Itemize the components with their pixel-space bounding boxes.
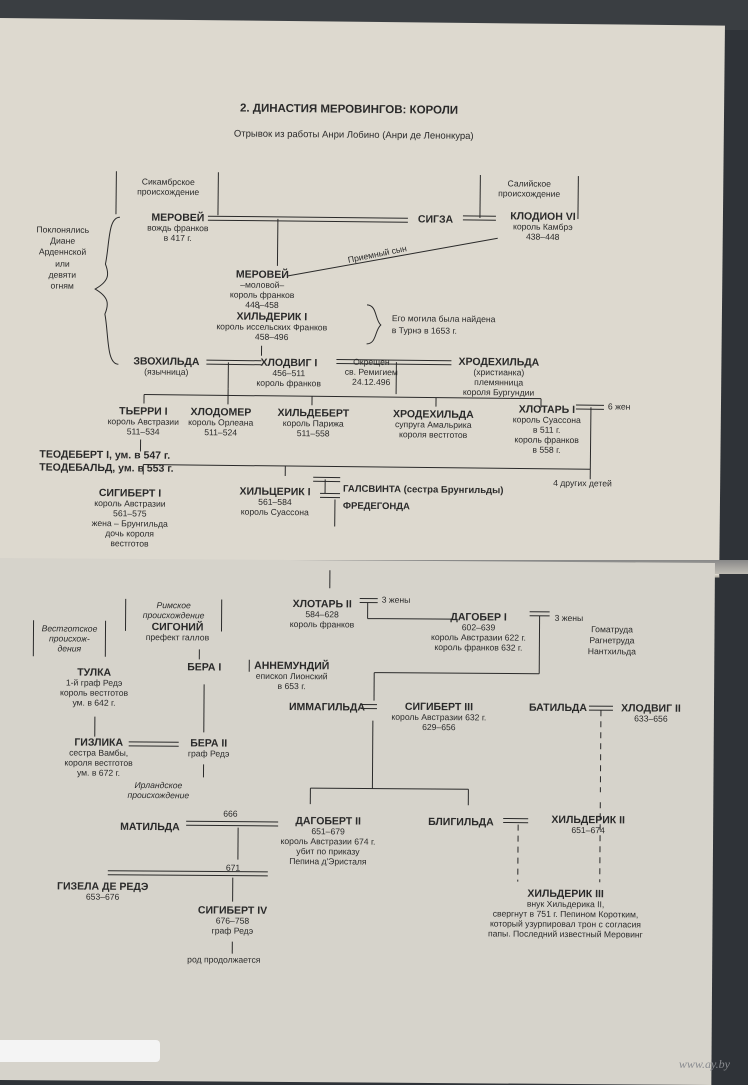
person-fredegonde: ФРЕДЕГОНДА — [343, 502, 410, 514]
person-matilda: МАТИЛЬДА — [120, 821, 180, 833]
three-wives-note-a: 3 жены — [382, 596, 411, 606]
person-sigza: СИГЗА — [418, 213, 453, 225]
person-bligilda: БЛИГИЛЬДА — [428, 816, 494, 829]
three-wives-note-b: 3 жены — [555, 614, 584, 624]
six-wives-note: 6 жен — [608, 402, 631, 412]
person-theudebert: ТЕОДЕБЕРТ I, ум. в 547 г. — [39, 448, 170, 461]
person-theudebald: ТЕОДЕБАЛЬД, ум. в 553 г. — [39, 461, 173, 474]
person-galswintha: ГАЛСВИНТА (сестра Брунгильды) — [343, 485, 503, 498]
watermark: www.ay.by — [679, 1057, 730, 1072]
page-tab — [0, 1040, 160, 1062]
lineage-continues-note: род продолжается — [187, 955, 260, 965]
person-immagilda: ИММАГИЛЬДА — [289, 701, 365, 714]
person-bera-1: БЕРА I — [187, 661, 221, 673]
marriage-year-671: 671 — [226, 864, 240, 874]
person-batilda: БАТИЛЬДА — [529, 702, 587, 714]
marriage-year-666: 666 — [223, 810, 237, 820]
upper-page: 2. ДИНАСТИЯ МЕРОВИНГОВ: КОРОЛИ Отрывок и… — [0, 18, 725, 578]
four-children-note: 4 других детей — [553, 479, 612, 489]
person-zvohilda: ЗВОХИЛЬДА(язычница) — [126, 355, 206, 378]
